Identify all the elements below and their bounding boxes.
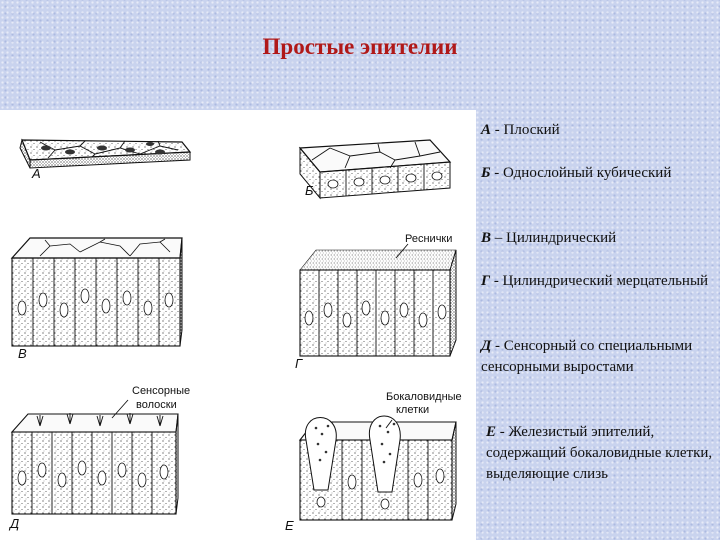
panel-g-ciliated: Реснички Г <box>295 233 456 371</box>
panel-letter-a: А <box>31 166 41 181</box>
caption-b: Б - Однослойный кубический <box>481 163 717 184</box>
cilia-label: Реснички <box>405 233 452 245</box>
epithelium-diagram: А Б <box>0 110 476 540</box>
epithelium-figure: А Б <box>0 110 476 540</box>
sensory-hairs-label-2: волоски <box>136 399 177 411</box>
caption-v: В – Цилиндрический <box>481 228 717 249</box>
panel-letter-v: В <box>18 346 27 361</box>
panel-b-cuboidal: Б <box>300 140 450 198</box>
panel-d-sensory: Сенсорные волоски Д <box>8 385 190 531</box>
caption-e: Е - Железистый эпителий, содержащий бока… <box>486 422 720 485</box>
panel-letter-e: Е <box>285 518 294 533</box>
panel-letter-b: Б <box>305 183 314 198</box>
goblet-cells-label-1: Бокаловидные <box>386 391 462 403</box>
sensory-hairs-label-1: Сенсорные <box>132 385 190 397</box>
goblet-cells-label-2: клетки <box>396 404 429 416</box>
panel-a-squamous: А <box>20 140 190 181</box>
panel-letter-d: Д <box>8 516 19 531</box>
panel-v-columnar: В <box>12 238 182 361</box>
panel-letter-g: Г <box>295 356 303 371</box>
caption-g: Г - Цилиндрический мерцательный <box>481 271 717 292</box>
caption-a: А - Плоский <box>481 120 717 141</box>
page-title: Простые эпителии <box>0 34 720 60</box>
caption-d: Д - Сенсорный со специальными сенсорными… <box>481 336 717 378</box>
panel-e-glandular: Бокаловидные клетки Е <box>285 391 462 533</box>
